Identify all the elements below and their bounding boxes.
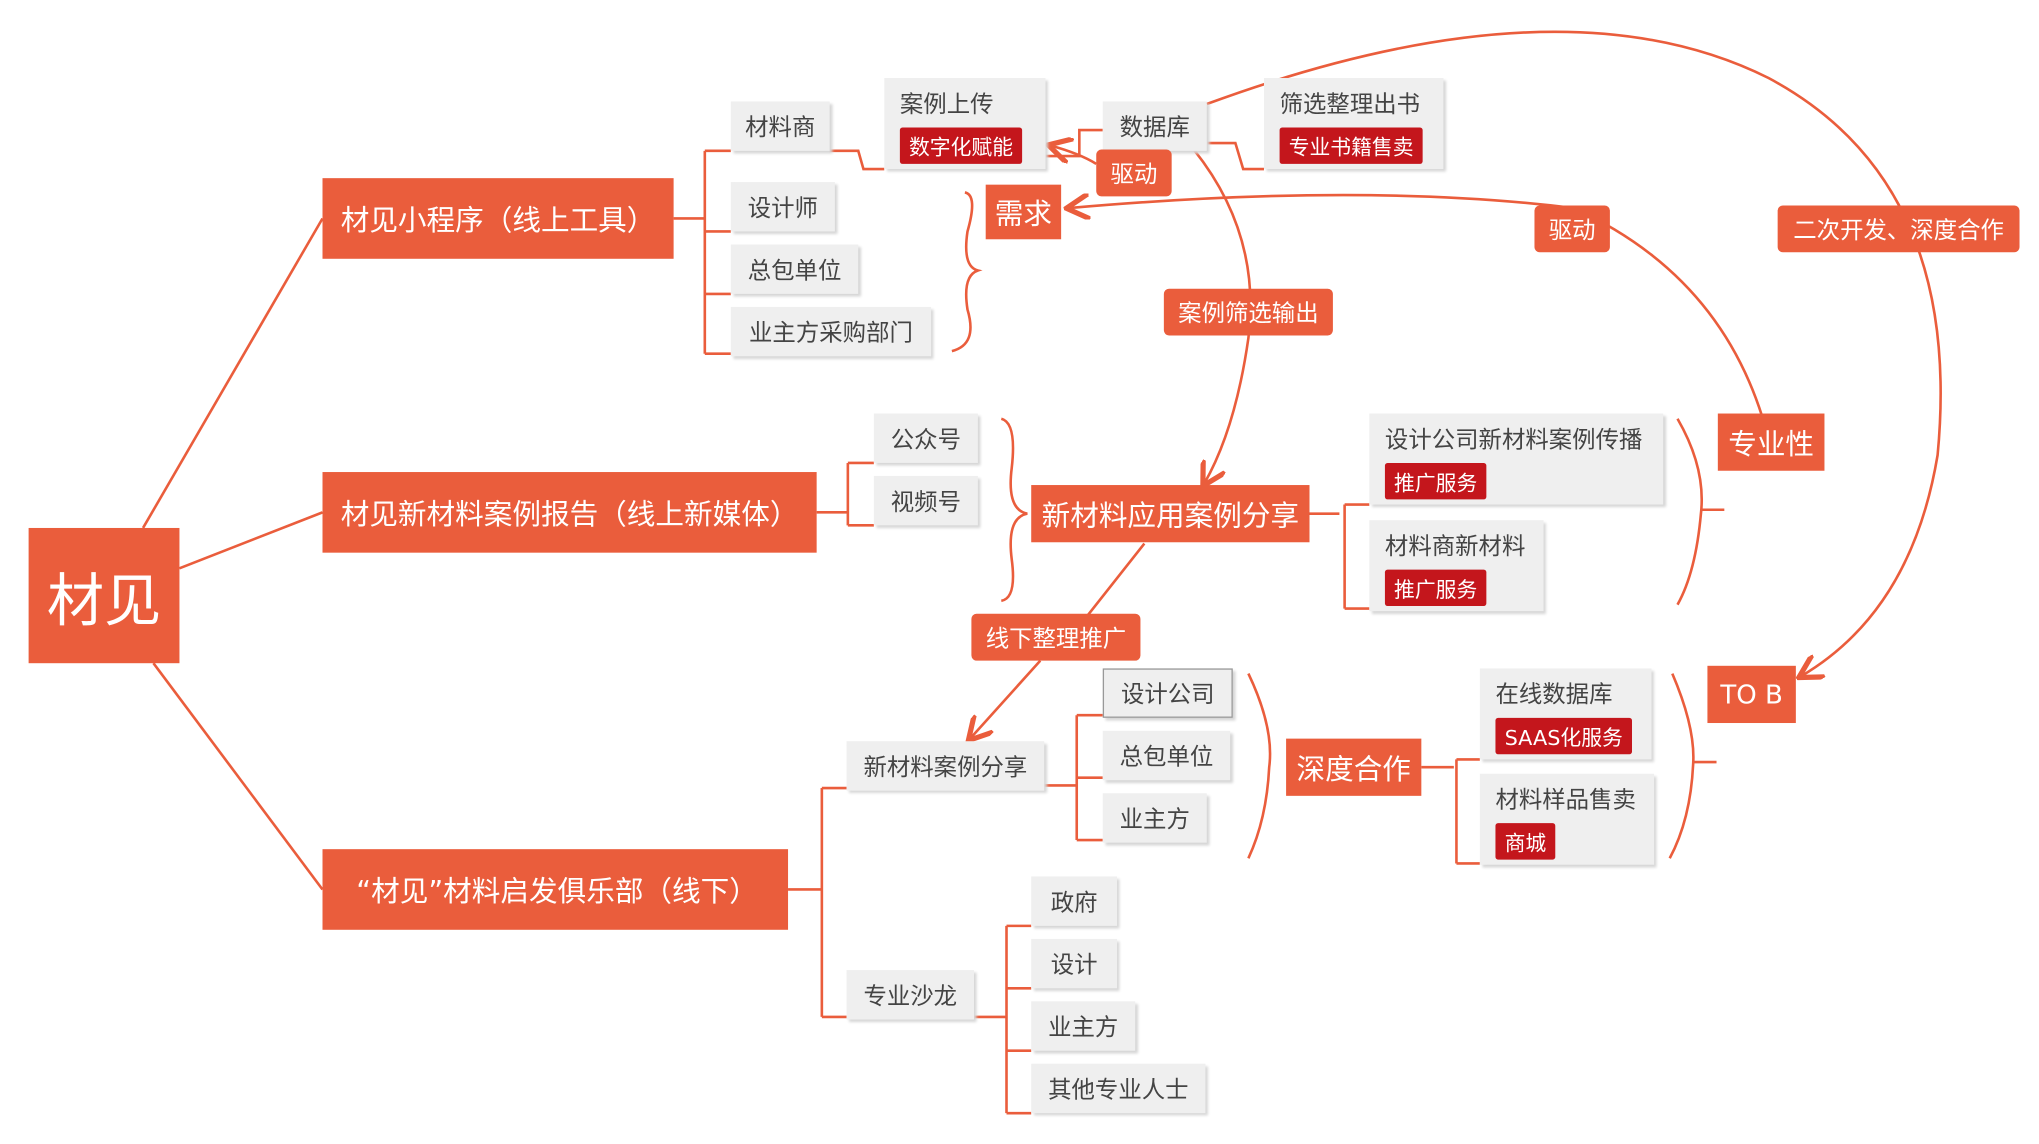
node-owner-purchase[interactable]: 业主方采购部门	[730, 306, 932, 357]
node-design[interactable]: 设计	[1031, 938, 1118, 989]
node-salon-owner[interactable]: 业主方	[1031, 1001, 1136, 1051]
branch-case-report[interactable]: 材见新材料案例报告（线上新媒体）	[322, 472, 817, 553]
node-professional[interactable]: 专业性	[1717, 413, 1825, 471]
node-supplier[interactable]: 材料商	[730, 101, 830, 151]
tag-promo: 推广服务	[1384, 569, 1487, 606]
tag-book-sale: 专业书籍售卖	[1279, 127, 1423, 164]
tag-mall: 商城	[1495, 823, 1556, 860]
node-label: 材料商新材料	[1384, 533, 1526, 561]
node-design-spread[interactable]: 设计公司新材料案例传播推广服务	[1369, 413, 1664, 505]
node-club-contractor[interactable]: 总包单位	[1102, 730, 1231, 781]
node-wechat[interactable]: 公众号	[873, 413, 978, 463]
node-club-owner[interactable]: 业主方	[1102, 793, 1207, 843]
node-case-share[interactable]: 新材料应用案例分享	[1031, 485, 1310, 543]
node-gov[interactable]: 政府	[1031, 876, 1118, 926]
node-deep-coop[interactable]: 深度合作	[1286, 738, 1422, 796]
node-label: 筛选整理出书	[1279, 91, 1421, 119]
node-label: 材料样品售卖	[1495, 786, 1636, 815]
label-case-filter: 案例筛选输出	[1163, 288, 1333, 336]
label-secondary-dev: 二次开发、深度合作	[1777, 205, 2020, 253]
node-demand[interactable]: 需求	[985, 184, 1062, 240]
node-label: 在线数据库	[1495, 681, 1613, 709]
label-drive-2: 驱动	[1534, 205, 1610, 253]
node-label: 设计公司新材料案例传播	[1384, 426, 1643, 454]
node-designer[interactable]: 设计师	[730, 182, 835, 232]
node-contractor[interactable]: 总包单位	[730, 244, 859, 294]
node-design-company[interactable]: 设计公司	[1102, 668, 1233, 718]
tag-digital: 数字化赋能	[899, 127, 1023, 164]
label-drive-1: 驱动	[1096, 149, 1172, 197]
node-sample-sale[interactable]: 材料样品售卖商城	[1479, 773, 1655, 865]
branch-mini-program[interactable]: 材见小程序（线上工具）	[322, 178, 674, 259]
node-tob[interactable]: TO B	[1707, 665, 1796, 724]
branch-club[interactable]: “材见”材料启发俱乐部（线下）	[322, 849, 789, 930]
root-node[interactable]: 材见	[28, 527, 180, 664]
node-club-case-share[interactable]: 新材料案例分享	[846, 741, 1045, 791]
node-video[interactable]: 视频号	[873, 475, 978, 526]
node-salon[interactable]: 专业沙龙	[846, 970, 974, 1020]
node-others[interactable]: 其他专业人士	[1031, 1063, 1206, 1114]
tag-saas: SAAS化服务	[1495, 717, 1632, 755]
node-database[interactable]: 数据库	[1102, 101, 1207, 151]
label-offline-promo: 线下整理推广	[971, 613, 1141, 661]
tag-promo: 推广服务	[1384, 462, 1487, 500]
node-book[interactable]: 筛选整理出书专业书籍售卖	[1263, 78, 1444, 170]
node-supplier-new[interactable]: 材料商新材料推广服务	[1369, 520, 1544, 612]
node-label: 案例上传	[899, 91, 994, 119]
node-online-db[interactable]: 在线数据库 SAAS化服务	[1479, 668, 1652, 760]
node-case-upload[interactable]: 案例上传数字化赋能	[884, 78, 1046, 170]
